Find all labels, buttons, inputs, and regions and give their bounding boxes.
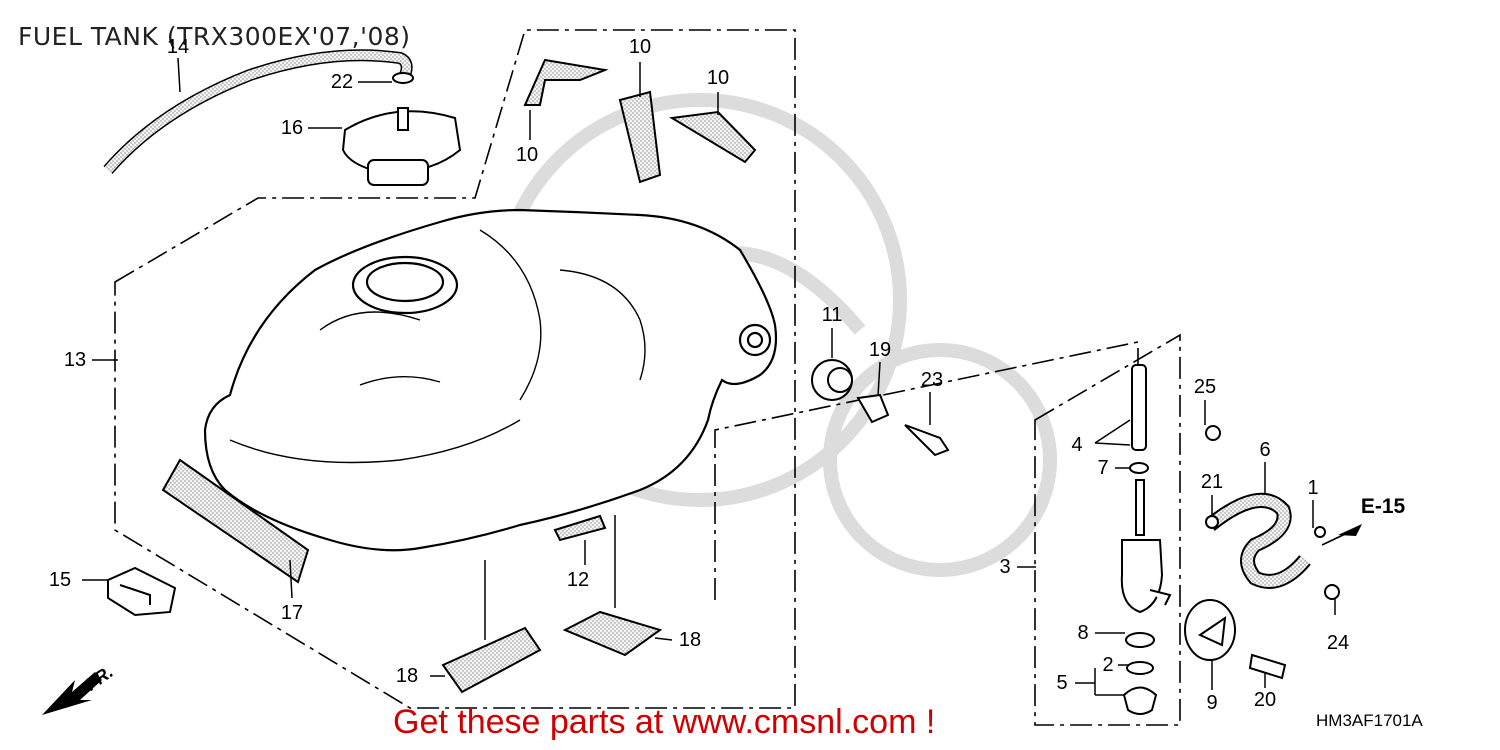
callout-22: 22 (330, 71, 354, 93)
mount-hardware (811, 359, 950, 457)
reference-arrow (1338, 524, 1362, 536)
diagram-code: HM3AF1701A (1316, 711, 1423, 730)
callout-18-left: 18 (395, 665, 419, 687)
clip (107, 566, 177, 617)
callout-5: 5 (1056, 672, 1068, 694)
callout-8: 8 (1077, 622, 1089, 644)
callout-10-right: 10 (706, 67, 730, 89)
callout-14: 14 (166, 36, 190, 58)
fuel-tank (203, 208, 778, 552)
callout-1: 1 (1307, 477, 1319, 499)
hose-clamps (1205, 425, 1340, 600)
leader-lines (82, 57, 1336, 696)
fuel-valve (1120, 364, 1172, 715)
front-direction-arrow (42, 672, 102, 715)
fuel-cap (341, 72, 462, 186)
callout-11: 11 (821, 304, 843, 326)
callout-13: 13 (63, 349, 87, 371)
callout-2: 2 (1102, 654, 1114, 676)
callout-10-middle: 10 (628, 36, 652, 58)
callout-12: 12 (566, 569, 590, 591)
callout-18-right: 18 (678, 629, 702, 651)
valve-lever (1184, 599, 1287, 680)
reference-label: E-15 (1360, 495, 1406, 518)
callout-10-left: 10 (515, 144, 539, 166)
callout-23: 23 (920, 369, 944, 391)
callout-6: 6 (1259, 439, 1271, 461)
callout-19: 19 (868, 339, 892, 361)
callout-15: 15 (48, 569, 72, 591)
promo-link[interactable]: Get these parts at www.cmsnl.com ! (393, 703, 936, 741)
diagram-title: FUEL TANK (TRX300EX'07,'08) (18, 22, 411, 51)
callout-16: 16 (280, 117, 304, 139)
callout-17: 17 (280, 602, 304, 624)
callout-3: 3 (999, 556, 1011, 578)
callout-9: 9 (1206, 692, 1218, 714)
callout-4: 4 (1071, 434, 1083, 456)
callout-21: 21 (1200, 471, 1224, 493)
callout-20: 20 (1253, 689, 1277, 711)
callout-7: 7 (1097, 457, 1109, 479)
callout-25: 25 (1193, 376, 1217, 398)
callout-24: 24 (1326, 632, 1350, 654)
foam-pads (161, 58, 757, 694)
